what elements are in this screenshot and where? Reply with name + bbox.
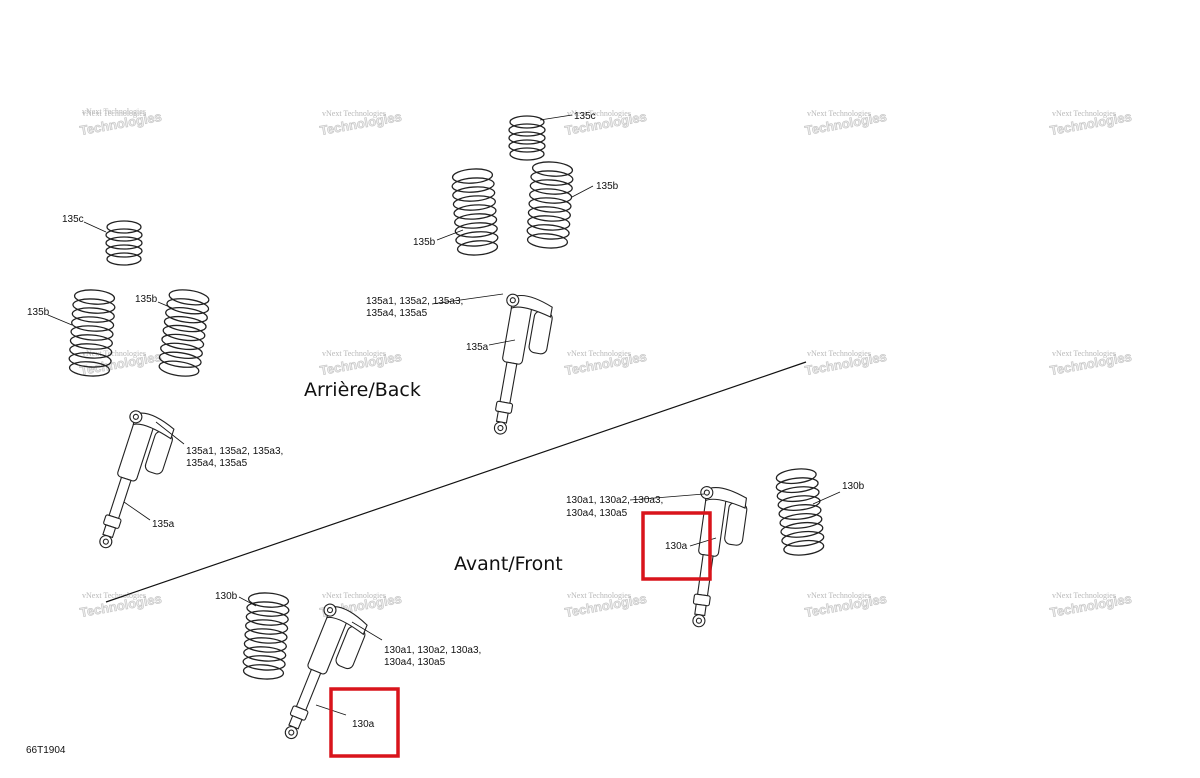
shock-135a-top [483,292,556,441]
callout-130a-bottom: 130a [352,719,375,730]
callout-135c-left: 135c [62,214,84,225]
callout-135a-multi-left-1: 135a1, 135a2, 135a3, [186,446,283,457]
callout-130a-multi-bottom-1: 130a1, 130a2, 130a3, [384,645,481,656]
callout-130a-right: 130a [665,541,688,552]
shock-130a-right [681,484,750,632]
spring-135b-top-right [525,159,575,251]
section-divider [105,361,807,603]
callout-135a-left: 135a [152,519,175,530]
callout-130b-right: 130b [842,481,865,492]
callout-130a-multi-right-1: 130a1, 130a2, 130a3, [566,495,663,506]
highlight-box-130a-right [641,511,712,581]
callout-130a-multi-bottom-2: 130a4, 130a5 [384,657,446,668]
shock-135a-left [88,408,179,558]
callout-135a-multi-top-2: 135a4, 135a5 [366,308,428,319]
callout-135b-left2: 135b [135,294,158,305]
callout-135c-top: 135c [574,111,596,122]
callout-135b-top-right: 135b [596,181,619,192]
callout-130b-bottom: 130b [215,591,238,602]
callout-135b-top-left: 135b [413,237,436,248]
figure-id: 66T1904 [26,745,66,756]
callout-135a-multi-top-1: 135a1, 135a2, 135a3, [366,296,463,307]
callout-135a-multi-left-2: 135a4, 135a5 [186,458,248,469]
spring-135c-top [508,115,546,161]
callout-135a-top: 135a [466,342,489,353]
highlight-box-130a-bottom [329,687,400,758]
spring-135c-left [105,220,143,266]
front-section-title: Avant/Front [454,553,563,575]
spring-130b-right [773,466,827,558]
spring-135b-left2 [156,286,212,380]
watermark-line1: vNext Technologies [82,107,146,116]
callout-130a-multi-right-2: 130a4, 130a5 [566,508,628,519]
rear-section-title: Arrière/Back [304,379,421,401]
spring-135b-top-left [450,166,500,258]
callout-135b-left: 135b [27,307,50,318]
spring-130b-bottom [241,590,291,682]
